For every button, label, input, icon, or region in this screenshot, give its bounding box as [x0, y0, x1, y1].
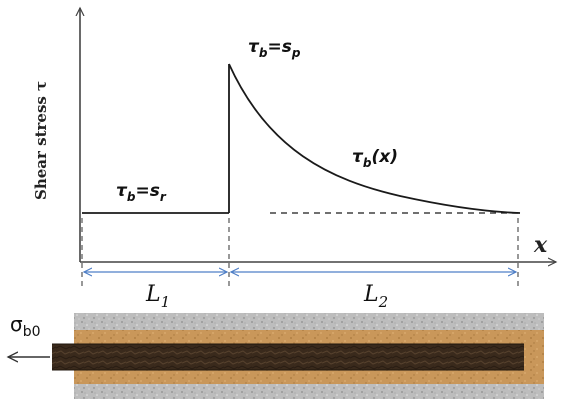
bolt-cross-section: [52, 313, 544, 399]
decay-curve: [228, 63, 521, 214]
residual-stress-label: τb=sr: [116, 181, 167, 204]
bolt-bar: [52, 344, 524, 370]
segment-l1-label: L1: [145, 282, 170, 311]
pullout-load-label: σb0: [10, 312, 40, 340]
y-axis-label: Shear stress τ: [32, 81, 50, 200]
segment-l2-label: L2: [363, 282, 388, 311]
peak-stress-label: τb=sp: [248, 37, 301, 60]
x-axis-label: x: [533, 232, 548, 258]
curve-label: τb(x): [352, 147, 398, 170]
